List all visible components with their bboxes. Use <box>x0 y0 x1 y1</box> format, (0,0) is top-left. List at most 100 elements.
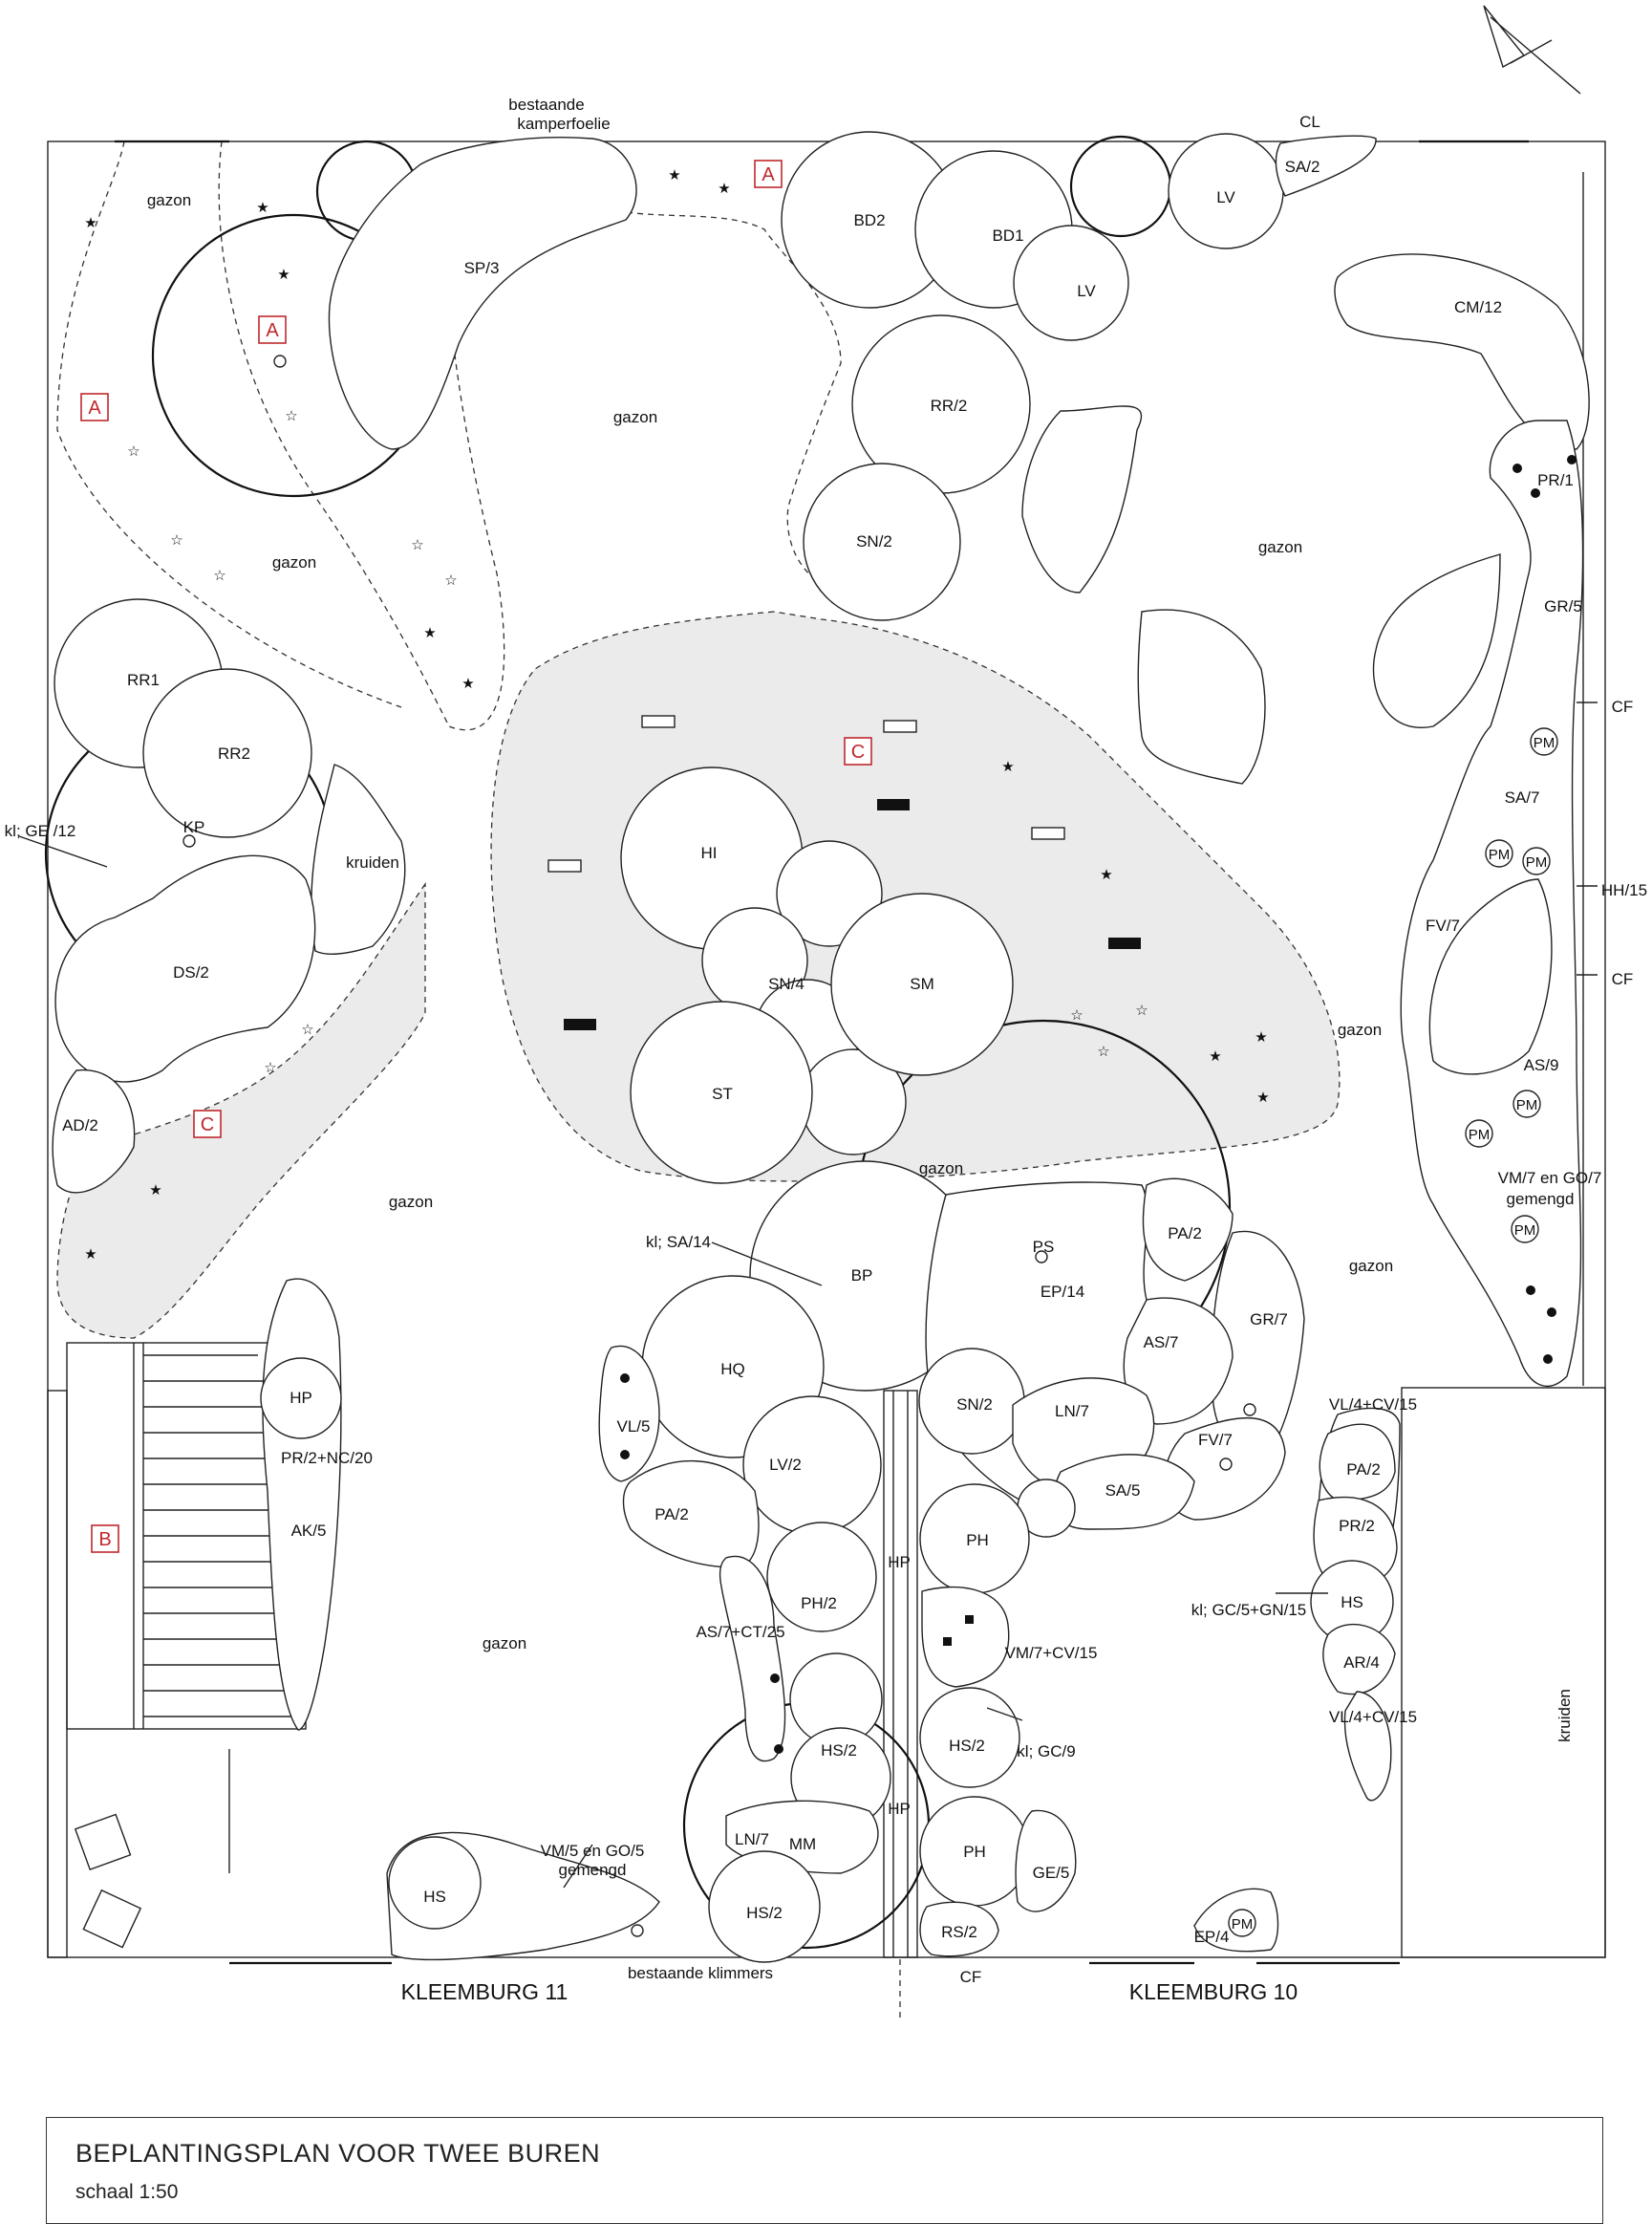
herbs-label-vertical: kruiden <box>1555 1689 1574 1742</box>
svg-text:☆: ☆ <box>1070 1007 1083 1024</box>
svg-text:RS/2: RS/2 <box>941 1923 977 1941</box>
mixed-label: gemengd <box>559 1861 627 1879</box>
lawn-label: gazon <box>1258 538 1302 556</box>
svg-text:HS: HS <box>423 1888 446 1906</box>
svg-text:VM/5 en GO/5: VM/5 en GO/5 <box>541 1842 645 1860</box>
lawn-label: gazon <box>1338 1021 1382 1039</box>
svg-text:SP/3: SP/3 <box>464 259 500 277</box>
shrub-ds2 <box>54 854 316 1083</box>
svg-text:DS/2: DS/2 <box>173 963 209 982</box>
svg-text:A: A <box>88 398 101 419</box>
svg-text:SM: SM <box>910 975 934 993</box>
svg-text:PR/1: PR/1 <box>1537 471 1574 489</box>
svg-text:CF: CF <box>1612 970 1634 988</box>
svg-text:HI: HI <box>701 844 718 862</box>
svg-text:PA/2: PA/2 <box>654 1505 689 1523</box>
existing-climbers-label: bestaande klimmers <box>628 1964 773 1982</box>
svg-text:☆: ☆ <box>264 1060 276 1076</box>
existing-honeysuckle-label: bestaande <box>508 96 584 114</box>
lawn-label: gazon <box>147 191 191 209</box>
svg-text:VM/7 en GO/7: VM/7 en GO/7 <box>1498 1169 1602 1187</box>
svg-text:PR/2+NC/20: PR/2+NC/20 <box>281 1449 373 1467</box>
svg-text:★: ★ <box>423 625 436 641</box>
lawn-label: gazon <box>919 1159 963 1177</box>
svg-text:PR/2: PR/2 <box>1339 1517 1375 1535</box>
svg-text:☆: ☆ <box>411 537 423 553</box>
zone-c-left <box>56 881 426 1339</box>
zone-b-marker <box>91 1524 119 1553</box>
svg-text:RR1: RR1 <box>127 671 160 689</box>
dividing-wall <box>883 1390 918 1958</box>
svg-text:★: ★ <box>256 200 268 216</box>
svg-text:SA/7: SA/7 <box>1505 788 1540 807</box>
svg-text:BD1: BD1 <box>992 227 1023 245</box>
herbs-label: kruiden <box>346 853 399 872</box>
svg-text:VL/4+CV/15: VL/4+CV/15 <box>1329 1708 1417 1726</box>
svg-text:SN/2: SN/2 <box>856 532 892 551</box>
svg-text:★: ★ <box>1255 1029 1267 1046</box>
shrub-sp3 <box>328 137 637 450</box>
svg-text:PH: PH <box>963 1843 986 1861</box>
svg-text:LV/2: LV/2 <box>769 1456 802 1474</box>
planting-dots <box>620 455 1577 1754</box>
zone-a-marker-2 <box>80 393 109 421</box>
star-markers: ★★★ ★★ ★★ ★★★ ★★ ★★ ☆☆☆ ☆☆☆ ☆☆☆ ☆☆ <box>84 167 1269 1263</box>
svg-text:LN/7: LN/7 <box>1055 1402 1089 1420</box>
svg-text:PH/2: PH/2 <box>801 1594 837 1612</box>
svg-text:A: A <box>762 164 775 185</box>
lawn-label: gazon <box>272 553 316 572</box>
svg-text:B: B <box>98 1529 111 1550</box>
zone-a-boundary-left <box>56 140 402 708</box>
svg-text:C: C <box>851 742 865 763</box>
svg-text:kl; SA/14: kl; SA/14 <box>646 1233 711 1251</box>
zone-a-marker-1 <box>258 315 287 344</box>
svg-text:HS: HS <box>1341 1593 1363 1611</box>
north-arrow-icon <box>1483 5 1581 95</box>
svg-text:HS/2: HS/2 <box>746 1904 783 1922</box>
zone-a-marker-3 <box>754 160 783 188</box>
svg-text:HP: HP <box>888 1553 911 1571</box>
svg-text:★: ★ <box>1100 867 1112 883</box>
svg-text:RR2: RR2 <box>218 745 250 763</box>
svg-text:★: ★ <box>1256 1090 1269 1106</box>
svg-text:MM: MM <box>789 1835 816 1853</box>
svg-text:CM/12: CM/12 <box>1454 298 1502 316</box>
svg-text:☆: ☆ <box>170 532 182 549</box>
street-label-kleemburg-10: KLEEMBURG 10 <box>1129 1979 1298 2004</box>
bed-ak5 <box>262 1278 342 1731</box>
zone-c-marker-2 <box>193 1110 222 1138</box>
svg-text:★: ★ <box>718 181 730 197</box>
svg-text:☆: ☆ <box>1135 1003 1148 1019</box>
svg-text:PM: PM <box>1232 1916 1254 1933</box>
svg-text:☆: ☆ <box>444 572 457 589</box>
svg-text:PM: PM <box>1514 1222 1536 1239</box>
lawn-label: gazon <box>389 1193 433 1211</box>
svg-text:PM: PM <box>1489 847 1511 863</box>
svg-text:★: ★ <box>668 167 680 184</box>
house-kleemburg-10 <box>1401 1387 1606 1958</box>
svg-text:PM: PM <box>1526 854 1548 871</box>
svg-text:LV: LV <box>1216 188 1235 206</box>
svg-text:★: ★ <box>277 267 290 283</box>
svg-text:AS/7+CT/25: AS/7+CT/25 <box>696 1623 784 1641</box>
svg-text:☆: ☆ <box>127 443 139 460</box>
svg-text:AS/9: AS/9 <box>1524 1056 1559 1074</box>
svg-text:AR/4: AR/4 <box>1343 1653 1380 1672</box>
svg-text:★: ★ <box>461 676 474 692</box>
svg-text:PM: PM <box>1534 735 1555 751</box>
svg-text:CF: CF <box>960 1968 982 1986</box>
svg-text:RR/2: RR/2 <box>931 397 968 415</box>
svg-text:HP: HP <box>290 1389 312 1407</box>
svg-text:☆: ☆ <box>301 1022 313 1038</box>
svg-text:GR/7: GR/7 <box>1250 1310 1288 1328</box>
svg-text:HH/15: HH/15 <box>1601 881 1647 899</box>
svg-text:kl; GC/9: kl; GC/9 <box>1017 1742 1075 1760</box>
mixed-label: gemengd <box>1507 1190 1575 1208</box>
svg-text:VL/5: VL/5 <box>617 1417 651 1436</box>
svg-text:HS/2: HS/2 <box>821 1741 857 1760</box>
svg-text:C: C <box>201 1114 214 1135</box>
svg-text:EP/14: EP/14 <box>1041 1283 1084 1301</box>
svg-text:★: ★ <box>149 1182 161 1198</box>
svg-text:☆: ☆ <box>213 568 225 584</box>
